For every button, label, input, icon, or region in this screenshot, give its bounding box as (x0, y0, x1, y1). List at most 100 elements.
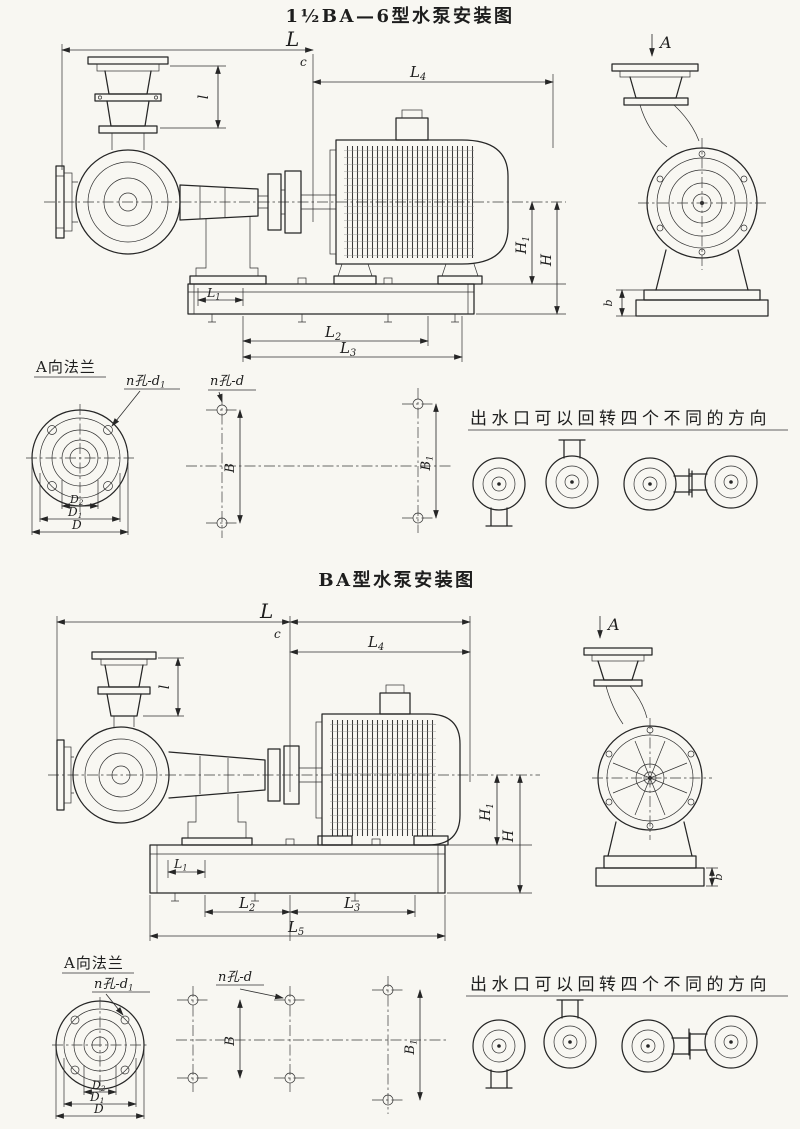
dim-label-D1: D1 (89, 1090, 105, 1105)
dim-label-H: H (501, 829, 517, 843)
baseplate (149, 838, 446, 902)
pedestal-base (595, 867, 705, 887)
dim-label-L2: L2 (324, 323, 341, 343)
motor (329, 109, 509, 285)
anchor-holes-label: n孔-d (210, 374, 244, 389)
motor-foot-right (413, 835, 449, 846)
motor (315, 684, 461, 846)
flange-holes-label: n孔-d1 (126, 374, 165, 390)
dim-label-D: D (71, 518, 82, 532)
dim-label-B: B (223, 1036, 238, 1047)
pump-support-foot (189, 275, 267, 285)
casing-front (592, 718, 712, 840)
bearing-housing (168, 751, 266, 846)
dim-label-D: D (93, 1102, 104, 1116)
outlet-orientation-up (545, 439, 599, 509)
outlet-note: 出水口可以回转四个不同的方向 (470, 409, 771, 429)
motor-foot-left (333, 275, 377, 285)
top-flange-detail: A向法兰 n孔-d1 D2 D1 D (26, 358, 180, 535)
pump-casing (72, 726, 170, 824)
dim-label-H: H (539, 253, 555, 267)
bottom-flange-detail: A向法兰 n孔-d1 D2 D1 D (52, 954, 150, 1119)
top-anchor-plan: n孔-d B B1 (186, 374, 452, 538)
flange-view-title: A向法兰 (35, 358, 96, 376)
anchor-holes-label: n孔-d (218, 970, 252, 985)
pump-casing (75, 149, 181, 255)
outlet-orientation-right (623, 457, 693, 511)
dim-label-b: b (712, 873, 725, 880)
pump-support-foot (181, 837, 253, 846)
flange-holes-leader (105, 993, 124, 1016)
top-outlet-options: 出水口可以回转四个不同的方向 (468, 409, 788, 527)
bearing-bracket (179, 184, 268, 285)
outlet-orientation-left (688, 1015, 758, 1069)
view-label-a: A (606, 615, 620, 634)
dim-label-l: l (157, 685, 173, 689)
title-bottom: BA型水泵安装图 (318, 569, 475, 591)
outlet-orientation-down (472, 1019, 526, 1089)
coupling (267, 170, 336, 234)
outlet-orientation-down (472, 457, 526, 527)
top-end-view: A b (602, 33, 769, 317)
dim-label-D1: D1 (67, 505, 83, 520)
outlet-orientation-right (621, 1019, 691, 1073)
dim-label-Lc-base: L (259, 599, 273, 623)
dimension-lines (56, 616, 532, 941)
terminal-box (379, 692, 411, 715)
bottom-outlet-options: 出水口可以回转四个不同的方向 (466, 975, 788, 1089)
dim-label-B1: B1 (403, 1040, 419, 1056)
dim-label-l: l (196, 95, 212, 99)
suction-flange (55, 165, 78, 239)
dim-label-Lc-sub: c (300, 55, 307, 69)
dim-label-H1: H1 (478, 803, 496, 822)
pump-discharge-flange (87, 56, 169, 150)
dim-label-L4: L4 (367, 633, 384, 653)
coupling (267, 745, 322, 805)
flange-holes-label: n孔-d1 (94, 977, 133, 993)
anchor-holes-leader (239, 988, 284, 1000)
dim-label-Lc-base: L (285, 27, 299, 51)
bottom-diagram: L c L4 l H1 H L1 L2 L3 L5 A (48, 599, 788, 1119)
suction-flange (56, 739, 74, 811)
dim-label-L3: L3 (339, 339, 356, 359)
dim-label-L1: L1 (206, 285, 220, 302)
bottom-side-view: L c L4 l H1 H L1 L2 L3 L5 (48, 599, 540, 941)
outlet-orientation-up (543, 999, 597, 1069)
dim-label-b: b (602, 299, 615, 306)
anchor-holes-leader (217, 391, 223, 403)
dim-label-H1: H1 (514, 236, 532, 255)
support-legs (607, 821, 693, 857)
pump-discharge-flange (91, 651, 157, 727)
dimension-lines (61, 44, 566, 362)
dim-label-L3: L3 (343, 894, 360, 914)
outlet-note: 出水口可以回转四个不同的方向 (470, 975, 771, 995)
dim-label-D2: D2 (69, 493, 84, 507)
baseplate (187, 277, 475, 323)
flange-holes-leader (111, 390, 141, 427)
view-label-a: A (658, 33, 672, 52)
support-legs (655, 249, 749, 291)
dim-label-L5: L5 (287, 918, 304, 938)
top-diagram: L c L4 l H1 H L1 L2 L3 A (26, 27, 788, 538)
pedestal-plate (643, 289, 761, 301)
bottom-anchor-plan: n孔-d B B1 (176, 970, 448, 1114)
top-side-view: L c L4 l H1 H L1 L2 L3 (44, 27, 566, 362)
flange-view-title: A向法兰 (63, 954, 124, 972)
motor-foot-right (437, 275, 483, 285)
casing-front (638, 138, 768, 270)
motor-foot-left (317, 835, 353, 846)
dim-label-L4: L4 (409, 63, 426, 83)
title-top: 1½BA—6型水泵安装图 (285, 5, 514, 27)
bottom-end-view: A b (583, 615, 725, 887)
dim-label-D2: D2 (91, 1079, 106, 1093)
dim-label-L2: L2 (238, 894, 255, 914)
dim-label-B: B (223, 463, 238, 474)
terminal-box (395, 117, 429, 141)
pedestal-plate (603, 855, 697, 869)
dim-label-L1: L1 (173, 856, 187, 873)
dim-label-B1: B1 (419, 456, 435, 472)
pedestal-base (635, 299, 769, 317)
dim-label-Lc-sub: c (274, 627, 281, 641)
